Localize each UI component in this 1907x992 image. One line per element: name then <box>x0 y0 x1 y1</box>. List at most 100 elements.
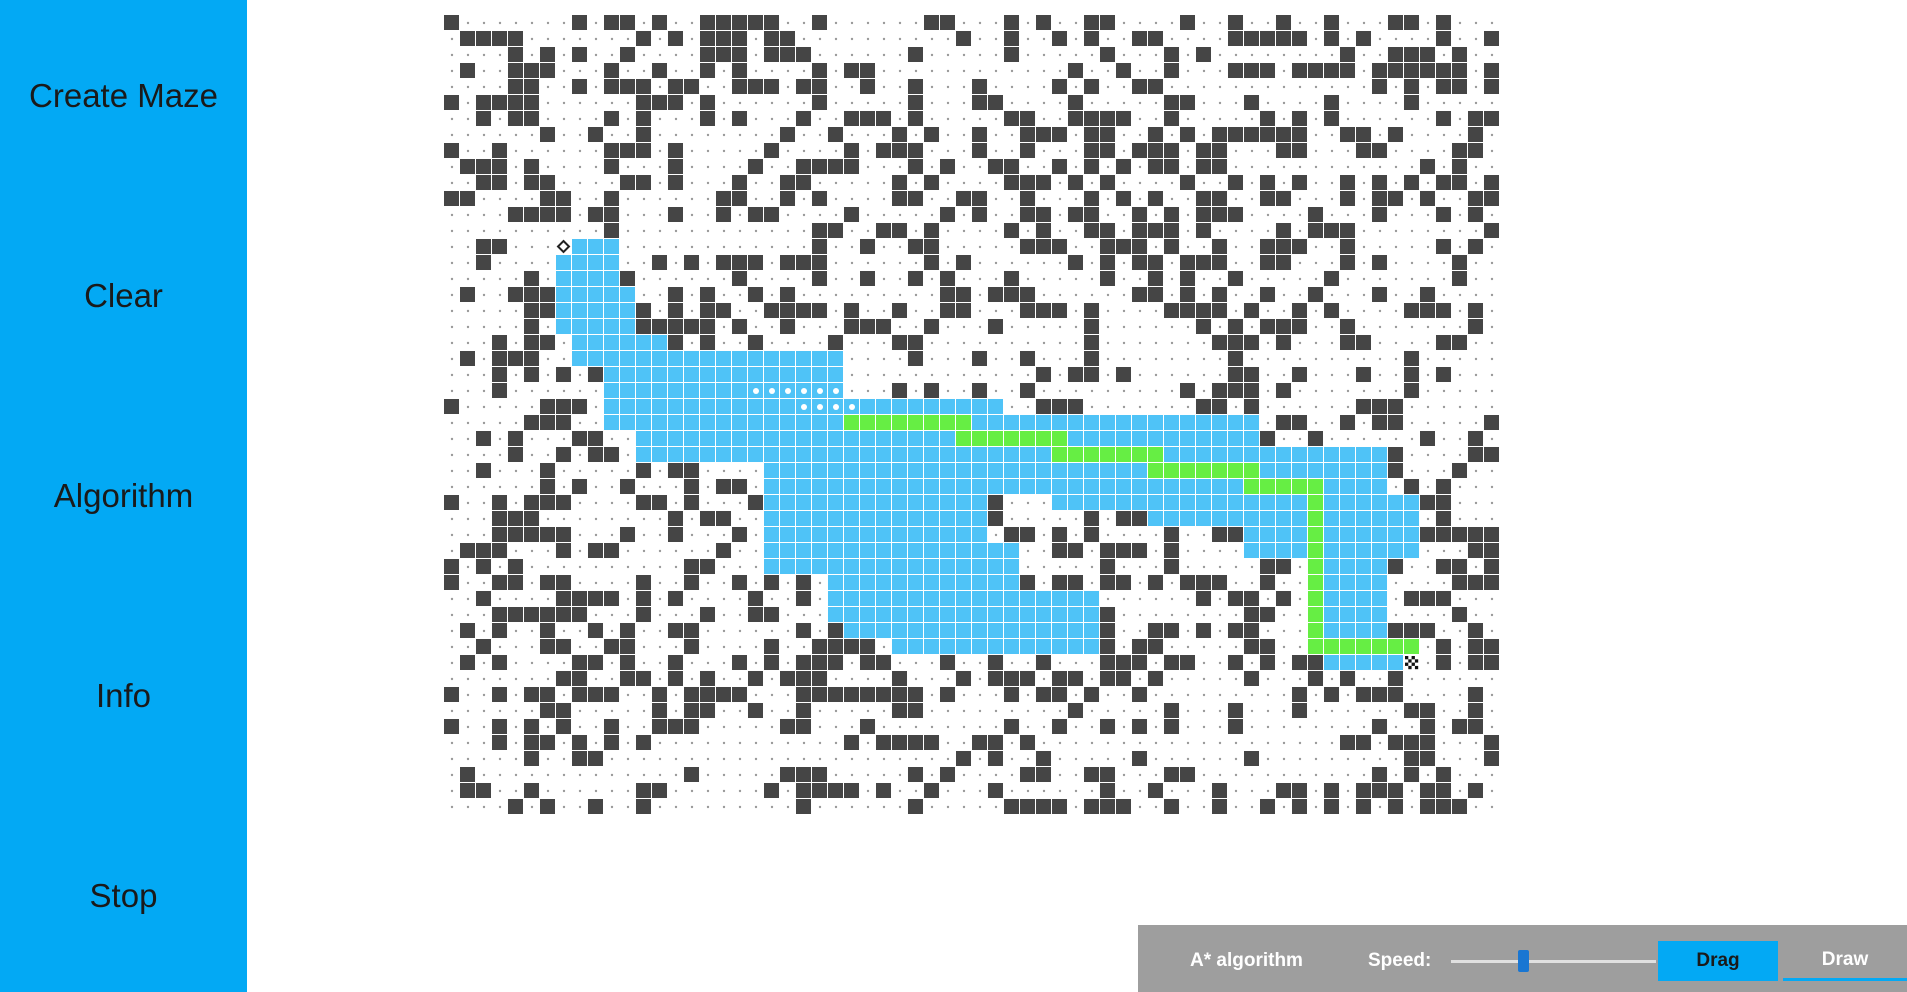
wall-cell[interactable] <box>988 751 1003 766</box>
visited-cell[interactable] <box>1372 543 1387 558</box>
wall-cell[interactable] <box>1116 191 1131 206</box>
visited-cell[interactable] <box>716 351 731 366</box>
wall-cell[interactable] <box>908 703 923 718</box>
empty-cell[interactable] <box>594 677 598 681</box>
wall-cell[interactable] <box>1484 415 1499 430</box>
empty-cell[interactable] <box>834 37 838 41</box>
empty-cell[interactable] <box>1186 85 1190 89</box>
empty-cell[interactable] <box>1154 101 1158 105</box>
empty-cell[interactable] <box>1186 725 1190 729</box>
empty-cell[interactable] <box>914 309 918 313</box>
empty-cell[interactable] <box>786 21 790 25</box>
wall-cell[interactable] <box>604 15 619 30</box>
wall-cell[interactable] <box>1228 175 1243 190</box>
empty-cell[interactable] <box>850 709 854 713</box>
visited-cell[interactable] <box>972 399 987 414</box>
wall-cell[interactable] <box>1020 527 1035 542</box>
visited-cell[interactable] <box>988 607 1003 622</box>
empty-cell[interactable] <box>1314 245 1318 249</box>
empty-cell[interactable] <box>482 405 486 409</box>
empty-cell[interactable] <box>770 117 774 121</box>
wall-cell[interactable] <box>796 575 811 590</box>
visited-cell[interactable] <box>924 623 939 638</box>
wall-cell[interactable] <box>540 735 555 750</box>
wall-cell[interactable] <box>540 287 555 302</box>
empty-cell[interactable] <box>882 645 886 649</box>
visited-cell[interactable] <box>1100 415 1115 430</box>
wall-cell[interactable] <box>812 687 827 702</box>
empty-cell[interactable] <box>882 341 886 345</box>
empty-cell[interactable] <box>1362 165 1366 169</box>
wall-cell[interactable] <box>1036 655 1051 670</box>
wall-cell[interactable] <box>1452 79 1467 94</box>
empty-cell[interactable] <box>1410 565 1414 569</box>
wall-cell[interactable] <box>1340 191 1355 206</box>
empty-cell[interactable] <box>978 677 982 681</box>
empty-cell[interactable] <box>1042 581 1046 585</box>
empty-cell[interactable] <box>786 757 790 761</box>
wall-cell[interactable] <box>1260 607 1275 622</box>
empty-cell[interactable] <box>1474 613 1478 617</box>
wall-cell[interactable] <box>540 175 555 190</box>
empty-cell[interactable] <box>658 181 662 185</box>
wall-cell[interactable] <box>1292 127 1307 142</box>
empty-cell[interactable] <box>1362 325 1366 329</box>
wall-cell[interactable] <box>892 335 907 350</box>
visited-cell[interactable] <box>1036 607 1051 622</box>
wall-cell[interactable] <box>1132 687 1147 702</box>
empty-cell[interactable] <box>514 469 518 473</box>
empty-cell[interactable] <box>754 277 758 281</box>
wall-cell[interactable] <box>700 607 715 622</box>
empty-cell[interactable] <box>1250 581 1254 585</box>
empty-cell[interactable] <box>786 645 790 649</box>
empty-cell[interactable] <box>882 709 886 713</box>
wall-cell[interactable] <box>844 687 859 702</box>
empty-cell[interactable] <box>1458 437 1462 441</box>
empty-cell[interactable] <box>866 389 870 393</box>
visited-cell[interactable] <box>1052 479 1067 494</box>
wall-cell[interactable] <box>1004 175 1019 190</box>
visited-cell[interactable] <box>956 559 971 574</box>
empty-cell[interactable] <box>1330 261 1334 265</box>
empty-cell[interactable] <box>514 389 518 393</box>
wall-cell[interactable] <box>1212 399 1227 414</box>
path-cell[interactable] <box>908 415 923 430</box>
visited-cell[interactable] <box>1100 495 1115 510</box>
empty-cell[interactable] <box>1330 53 1334 57</box>
empty-cell[interactable] <box>642 261 646 265</box>
wall-cell[interactable] <box>1468 575 1483 590</box>
wall-cell[interactable] <box>1388 671 1403 686</box>
empty-cell[interactable] <box>578 117 582 121</box>
visited-cell[interactable] <box>732 431 747 446</box>
visited-cell[interactable] <box>956 527 971 542</box>
empty-cell[interactable] <box>514 485 518 489</box>
empty-cell[interactable] <box>1442 197 1446 201</box>
empty-cell[interactable] <box>546 21 550 25</box>
wall-cell[interactable] <box>524 319 539 334</box>
wall-cell[interactable] <box>1244 367 1259 382</box>
empty-cell[interactable] <box>722 773 726 777</box>
wall-cell[interactable] <box>1292 783 1307 798</box>
empty-cell[interactable] <box>1202 69 1206 73</box>
empty-cell[interactable] <box>754 117 758 121</box>
empty-cell[interactable] <box>850 661 854 665</box>
empty-cell[interactable] <box>578 565 582 569</box>
empty-cell[interactable] <box>626 757 630 761</box>
visited-cell[interactable] <box>892 639 907 654</box>
empty-cell[interactable] <box>1218 277 1222 281</box>
empty-cell[interactable] <box>1362 773 1366 777</box>
visited-cell[interactable] <box>844 463 859 478</box>
visited-cell[interactable] <box>940 463 955 478</box>
empty-cell[interactable] <box>1074 773 1078 777</box>
empty-cell[interactable] <box>834 181 838 185</box>
empty-cell[interactable] <box>1058 117 1062 121</box>
empty-cell[interactable] <box>1026 517 1030 521</box>
wall-cell[interactable] <box>636 31 651 46</box>
visited-cell[interactable] <box>1100 479 1115 494</box>
empty-cell[interactable] <box>978 69 982 73</box>
empty-cell[interactable] <box>722 85 726 89</box>
empty-cell[interactable] <box>642 629 646 633</box>
empty-cell[interactable] <box>1378 117 1382 121</box>
empty-cell[interactable] <box>674 565 678 569</box>
empty-cell[interactable] <box>514 165 518 169</box>
